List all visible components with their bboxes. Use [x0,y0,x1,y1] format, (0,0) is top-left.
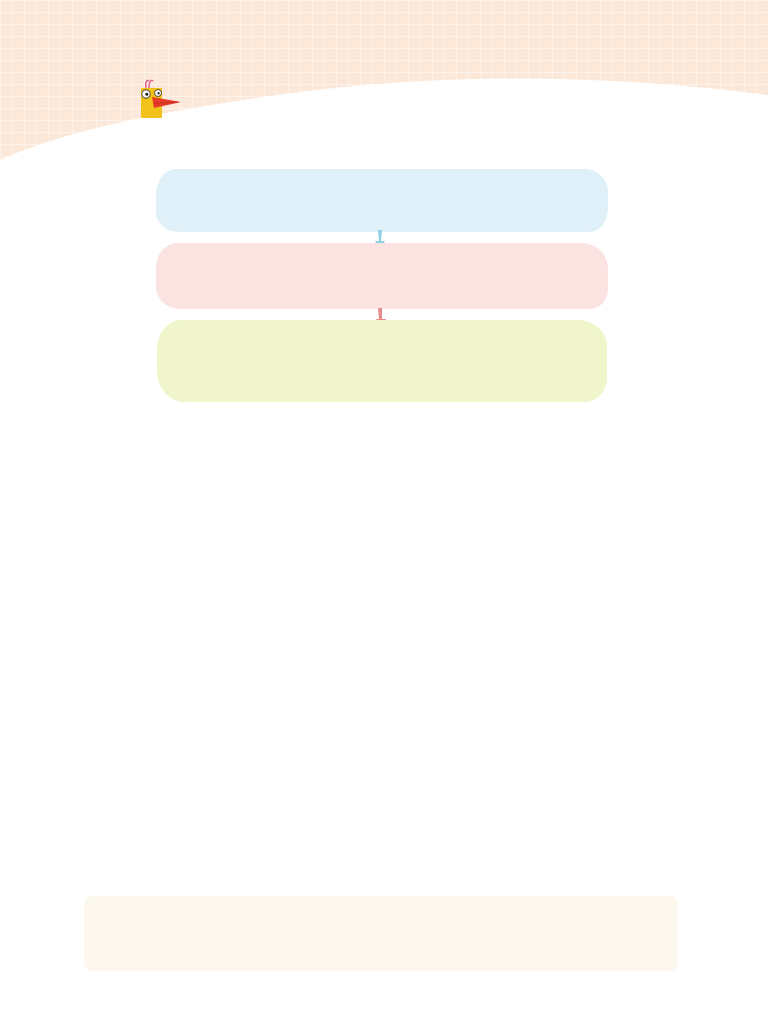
grid-header-band [0,0,768,160]
flow-step-1 [156,169,608,232]
bird-mascot-icon [141,79,181,118]
flow-step-3 [157,320,607,402]
flow-step-2 [156,243,608,309]
note-box [84,896,678,971]
